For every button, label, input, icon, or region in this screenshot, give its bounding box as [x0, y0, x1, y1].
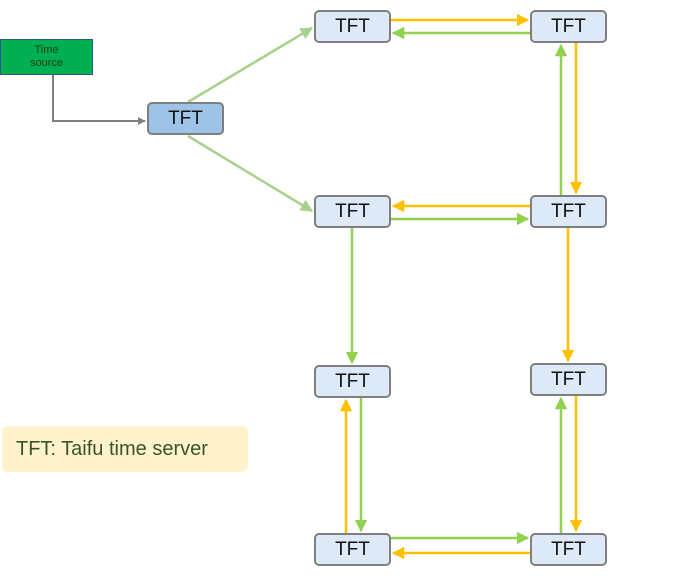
tft-node-lower-left: TFT: [314, 365, 391, 398]
tft-node-root: TFT: [147, 102, 224, 135]
time-source-node: Time source: [0, 39, 93, 75]
tft-node-mid-right: TFT: [530, 195, 607, 228]
legend-box: TFT: Taifu time server: [2, 426, 248, 472]
time-source-label-line2: source: [29, 57, 64, 69]
legend-text: TFT: Taifu time server: [16, 437, 208, 460]
link-root-to-top-left: [187, 26, 314, 104]
tft-node-bottom-right: TFT: [530, 533, 607, 566]
time-source-label-line1: Time: [34, 44, 59, 56]
link-root-to-mid-left: [187, 134, 314, 213]
tft-node-bottom-left: TFT: [314, 533, 391, 566]
tft-node-top-left: TFT: [314, 10, 391, 43]
tft-node-top-right: TFT: [530, 10, 607, 43]
link-source-to-root: [52, 75, 146, 125]
tft-node-mid-left: TFT: [314, 195, 391, 228]
tft-node-lower-right: TFT: [530, 363, 607, 396]
